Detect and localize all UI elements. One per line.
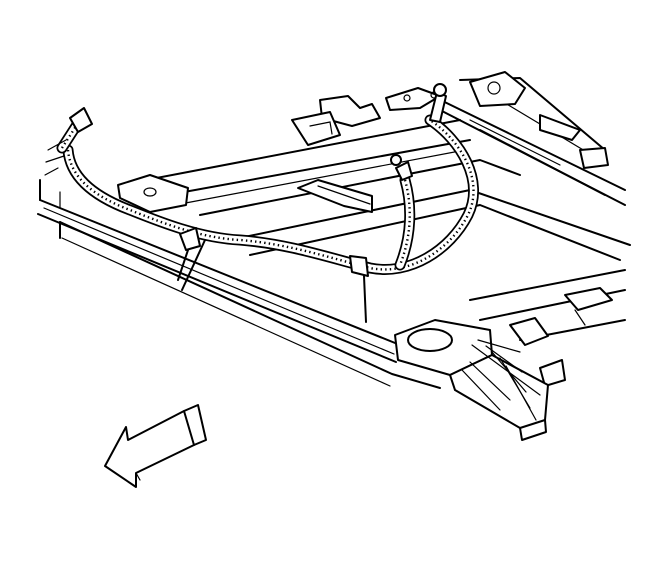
body-mount-front xyxy=(394,319,549,441)
body-mount-bracket-rear xyxy=(291,87,441,146)
body-mount-bracket-right xyxy=(469,71,609,169)
center-brace xyxy=(297,179,373,213)
harness-terminals xyxy=(45,83,447,181)
body-mount-bracket-left xyxy=(117,174,189,213)
frame-left-end xyxy=(39,167,61,209)
front-arrow-icon xyxy=(104,404,207,488)
harness-clips xyxy=(177,227,369,323)
front-crossmember xyxy=(469,269,626,387)
rear-cross-member xyxy=(119,119,631,261)
